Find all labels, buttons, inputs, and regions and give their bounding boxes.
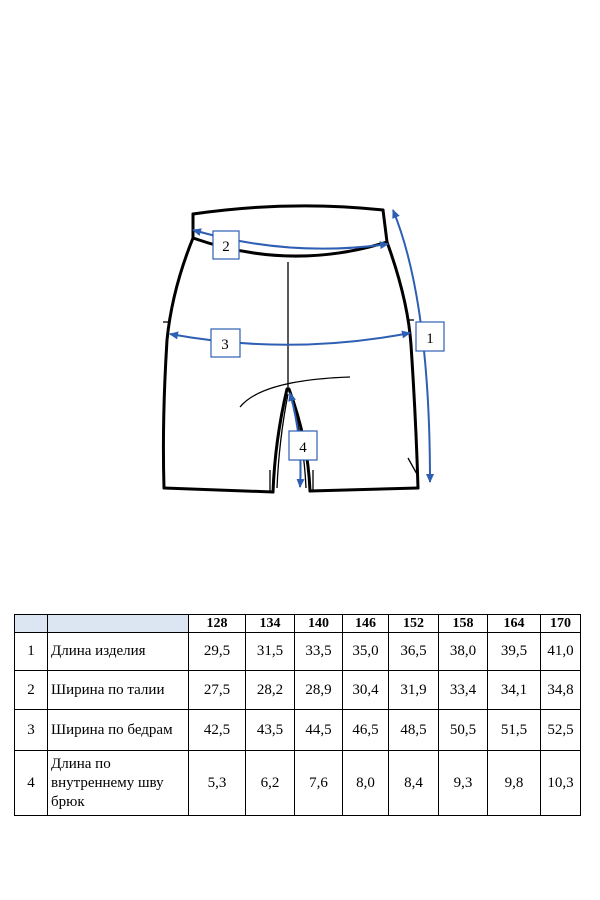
measurement-value: 7,6 — [294, 750, 343, 816]
measurement-value: 46,5 — [342, 709, 389, 751]
measurement-value: 48,5 — [388, 709, 439, 751]
badge-1-label: 1 — [426, 331, 434, 347]
row-number: 1 — [14, 632, 48, 671]
size-header: 134 — [245, 614, 295, 633]
size-header: 146 — [342, 614, 389, 633]
header-blank-cell — [14, 614, 48, 633]
size-header: 170 — [540, 614, 581, 633]
row-number: 3 — [14, 709, 48, 751]
badge-3-label: 3 — [221, 337, 229, 353]
shorts-measurement-diagram: 2 3 1 4 — [161, 204, 445, 494]
measurement-value: 31,9 — [388, 670, 439, 710]
measurement-value: 6,2 — [245, 750, 295, 816]
measurement-value: 8,4 — [388, 750, 439, 816]
table-row: 4 Длина по внутреннему шву брюк 5,3 6,2 … — [14, 750, 581, 816]
measurement-value: 5,3 — [188, 750, 246, 816]
header-blank-cell — [47, 614, 189, 633]
measurement-value: 9,3 — [438, 750, 488, 816]
measurement-value: 31,5 — [245, 632, 295, 671]
measurement-badges: 2 3 1 4 — [210, 230, 445, 461]
size-header: 152 — [388, 614, 439, 633]
measurement-value: 33,5 — [294, 632, 343, 671]
measurement-value: 51,5 — [487, 709, 541, 751]
left-inseam — [271, 387, 289, 494]
measurement-value: 30,4 — [342, 670, 389, 710]
badge-1: 1 — [415, 321, 445, 352]
measurement-value: 10,3 — [540, 750, 581, 816]
waistband-right — [381, 208, 389, 244]
measurement-name: Длина по внутреннему шву брюк — [47, 750, 189, 816]
measurement-name: Ширина по бедрам — [47, 709, 189, 751]
badge-4: 4 — [288, 430, 318, 461]
table-row: 1 Длина изделия 29,5 31,5 33,5 35,0 36,5… — [14, 632, 581, 671]
measurement-value: 50,5 — [438, 709, 488, 751]
size-chart-table: 128 134 140 146 152 158 164 170 1 Длина … — [14, 614, 581, 816]
right-hem — [308, 486, 420, 493]
measurement-value: 42,5 — [188, 709, 246, 751]
measurement-value: 27,5 — [188, 670, 246, 710]
left-hem — [162, 486, 275, 494]
measurement-value: 39,5 — [487, 632, 541, 671]
measurement-value: 35,0 — [342, 632, 389, 671]
measurement-value: 52,5 — [540, 709, 581, 751]
waistband-top — [191, 204, 385, 216]
size-header: 158 — [438, 614, 488, 633]
fly-curve — [239, 376, 351, 408]
table-row: 3 Ширина по бедрам 42,5 43,5 44,5 46,5 4… — [14, 709, 581, 751]
badge-3: 3 — [210, 328, 241, 358]
measurement-name: Длина изделия — [47, 632, 189, 671]
badge-4-label: 4 — [299, 440, 307, 456]
measurement-value: 43,5 — [245, 709, 295, 751]
left-side-seam — [161, 236, 195, 490]
measurement-value: 34,8 — [540, 670, 581, 710]
left-leg-inner-line — [276, 393, 289, 489]
measurement-value: 8,0 — [342, 750, 389, 816]
measurement-value: 38,0 — [438, 632, 488, 671]
measurement-value: 9,8 — [487, 750, 541, 816]
row-number: 4 — [14, 750, 48, 816]
badge-2-label: 2 — [222, 239, 230, 255]
measurement-value: 34,1 — [487, 670, 541, 710]
measurement-value: 33,4 — [438, 670, 488, 710]
measurement-name: Ширина по талии — [47, 670, 189, 710]
measurement-value: 28,9 — [294, 670, 343, 710]
arrow-hips — [169, 330, 411, 346]
badge-2: 2 — [212, 230, 240, 260]
measurement-value: 41,0 — [540, 632, 581, 671]
table-row: 2 Ширина по талии 27,5 28,2 28,9 30,4 31… — [14, 670, 581, 710]
row-number: 2 — [14, 670, 48, 710]
size-header: 140 — [294, 614, 343, 633]
measurement-value: 29,5 — [188, 632, 246, 671]
table-header-row: 128 134 140 146 152 158 164 170 — [14, 614, 581, 633]
measurement-value: 28,2 — [245, 670, 295, 710]
measurement-value: 44,5 — [294, 709, 343, 751]
measurement-value: 36,5 — [388, 632, 439, 671]
size-header: 128 — [188, 614, 246, 633]
size-header: 164 — [487, 614, 541, 633]
